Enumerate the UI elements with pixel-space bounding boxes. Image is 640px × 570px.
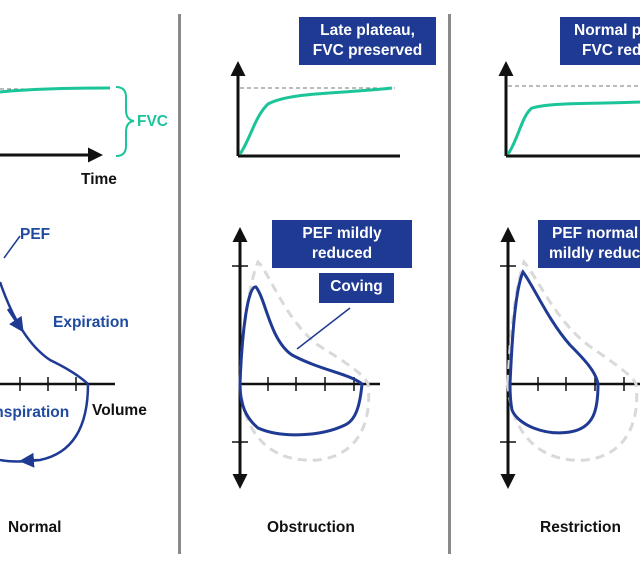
obstruction-pef-box: PEF mildly reduced [272, 220, 412, 268]
normal-expiration-curve [0, 281, 89, 385]
restriction-caption: Restriction [540, 519, 621, 536]
normal-fvc-label: FVC [137, 113, 168, 130]
normal-fvc-brace [115, 86, 135, 157]
obstruction-coving-label: Coving [330, 278, 383, 295]
restriction-panel [498, 61, 640, 489]
obstruction-top-box-line2: FVC preserved [312, 42, 423, 59]
normal-pef-pointer [3, 235, 21, 259]
obstruction-caption: Obstruction [267, 519, 355, 536]
normal-inspiration-curve [0, 383, 90, 463]
restriction-pef-box-line1: PEF normal or [552, 225, 640, 242]
obstruction-pef-box-line2: reduced [311, 245, 373, 262]
obstruction-flow-volume-loop [238, 285, 364, 437]
normal-volume-label: Volume [92, 402, 147, 419]
normal-expiration-arrow [6, 308, 24, 333]
obstruction-top-box: Late plateau, FVC preserved [299, 17, 436, 65]
obstruction-top-box-line1: Late plateau, [320, 22, 415, 39]
restriction-top-box-line2: FVC reduced [582, 42, 640, 59]
restriction-pef-box: PEF normal or mildly reduced [538, 220, 640, 268]
panel-divider-right [448, 14, 451, 554]
normal-panel [0, 86, 135, 468]
normal-inspiration-label: Inspiration [0, 404, 70, 421]
obstruction-volume-time-curve [238, 86, 393, 155]
normal-volume-time-curve [0, 86, 111, 94]
normal-caption: Normal [8, 519, 62, 536]
normal-inspiration-arrow [19, 452, 39, 468]
normal-pef-label: PEF [20, 226, 51, 243]
normal-time-label: Time [81, 171, 117, 188]
obstruction-normal-reference-loop [238, 259, 371, 462]
normal-expiration-label: Expiration [53, 314, 129, 331]
restriction-flow-volume-loop [508, 269, 600, 435]
panel-divider-left [178, 14, 181, 554]
restriction-volume-time-curve [506, 100, 640, 155]
restriction-top-box: Normal plateau, FVC reduced [560, 17, 640, 65]
obstruction-panel [230, 61, 400, 489]
obstruction-coving-pointer [296, 307, 351, 350]
restriction-pef-box-line2: mildly reduced [549, 245, 640, 262]
obstruction-coving-box: Coving [319, 273, 394, 303]
obstruction-pef-box-line1: PEF mildly [302, 225, 382, 242]
restriction-top-box-line1: Normal plateau, [574, 22, 640, 39]
